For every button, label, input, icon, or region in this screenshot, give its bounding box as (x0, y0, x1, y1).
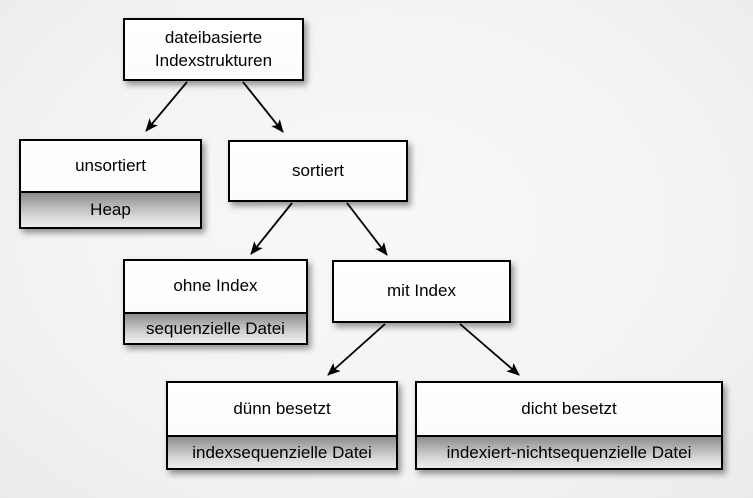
node-label: ohne Index (125, 261, 306, 312)
node-label: dünn besetzt (168, 383, 396, 435)
node-ohne-index: ohne Index sequenzielle Datei (123, 259, 308, 345)
node-label: sortiert (230, 142, 406, 200)
node-sublabel: indexiert-nichtsequenzielle Datei (417, 435, 721, 468)
node-sublabel: indexsequenzielle Datei (168, 435, 396, 468)
node-label: mit Index (334, 262, 509, 321)
node-duenn-besetzt: dünn besetzt indexsequenzielle Datei (166, 381, 398, 470)
node-label: dicht besetzt (417, 383, 721, 435)
node-label: dateibasierte Indexstrukturen (125, 20, 302, 79)
node-mit-index: mit Index (332, 260, 511, 323)
node-dicht-besetzt: dicht besetzt indexiert-nichtsequenziell… (415, 381, 723, 470)
node-sortiert: sortiert (228, 140, 408, 202)
arrow-mit-index-to-duenn-besetzt (327, 323, 386, 376)
arrow-root-to-unsortiert (145, 81, 188, 132)
arrow-root-to-sortiert (242, 81, 284, 133)
arrow-sortiert-to-mit-index (346, 202, 388, 256)
arrow-mit-index-to-dicht-besetzt (459, 323, 520, 376)
node-label: unsortiert (21, 141, 200, 191)
arrow-sortiert-to-ohne-index (250, 202, 293, 255)
node-sublabel: sequenzielle Datei (125, 312, 306, 343)
node-unsortiert: unsortiert Heap (19, 139, 202, 229)
node-dateibasierte-indexstrukturen: dateibasierte Indexstrukturen (123, 18, 304, 81)
node-sublabel: Heap (21, 191, 200, 227)
